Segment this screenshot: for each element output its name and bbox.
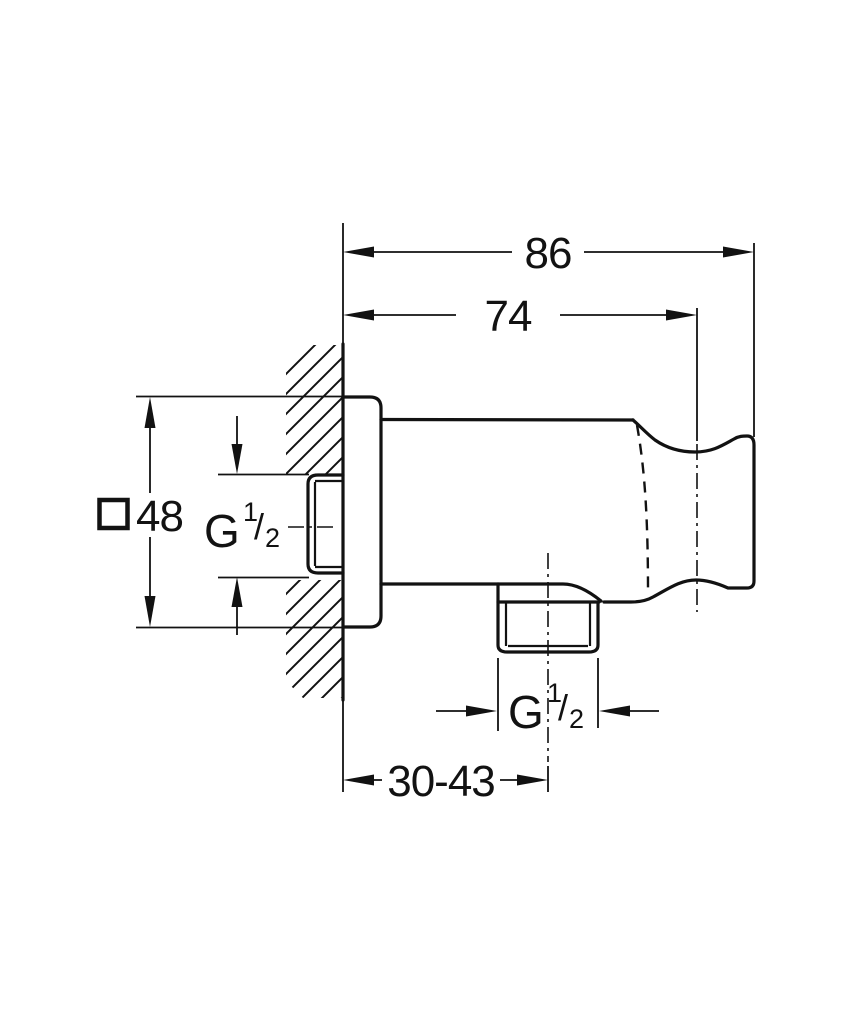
dimension-outlet-thread: G 1 / 2 xyxy=(436,678,659,738)
square-symbol xyxy=(97,497,130,531)
holder-cup xyxy=(602,418,756,604)
hidden-edge-dashed xyxy=(635,424,650,593)
dimension-mounting-range: 30-43 xyxy=(343,757,548,806)
svg-text:2: 2 xyxy=(265,523,280,553)
inlet-thread-label: G 1 / 2 xyxy=(204,497,280,557)
dimension-escutcheon-square: 48 xyxy=(97,397,184,627)
fixture-outline xyxy=(306,395,756,654)
arrow-up-icon xyxy=(231,577,243,607)
arrow-left-icon xyxy=(343,246,374,258)
dimension-inlet-thread: G 1 / 2 xyxy=(204,416,280,635)
total-depth-label: 86 xyxy=(525,229,572,278)
arrow-up-icon xyxy=(144,397,156,428)
svg-text:G: G xyxy=(508,686,544,738)
inlet-thread-stub xyxy=(306,473,345,575)
wall-hatch-upper xyxy=(286,345,343,474)
outlet-thread-label: G 1 / 2 xyxy=(508,678,584,738)
arrow-left-icon xyxy=(599,705,630,717)
svg-text:/: / xyxy=(558,687,568,728)
arrow-down-icon xyxy=(231,444,243,474)
arrow-right-icon xyxy=(517,774,548,786)
holder-depth-label: 74 xyxy=(485,292,532,341)
centerlines xyxy=(288,444,698,762)
arrow-left-icon xyxy=(343,309,374,321)
arrow-right-icon xyxy=(666,309,697,321)
wall-hatching xyxy=(286,342,345,702)
escutcheon-plate xyxy=(341,395,383,629)
svg-text:G: G xyxy=(204,505,240,557)
svg-text:1: 1 xyxy=(243,497,258,527)
svg-text:/: / xyxy=(254,506,264,547)
arrow-right-icon xyxy=(466,705,497,717)
arrow-down-icon xyxy=(144,596,156,627)
extension-lines xyxy=(136,223,755,792)
escutcheon-square-label: 48 xyxy=(136,492,183,541)
wall-hatch-lower xyxy=(286,580,343,698)
arrow-right-icon xyxy=(723,246,754,258)
dimension-holder-depth: 74 xyxy=(343,292,697,341)
svg-text:2: 2 xyxy=(569,704,584,734)
mounting-range-label: 30-43 xyxy=(387,757,495,806)
svg-text:1: 1 xyxy=(547,678,562,708)
body-outline xyxy=(379,417,635,603)
arrow-left-icon xyxy=(343,774,374,786)
dimension-total-depth: 86 xyxy=(343,229,754,278)
